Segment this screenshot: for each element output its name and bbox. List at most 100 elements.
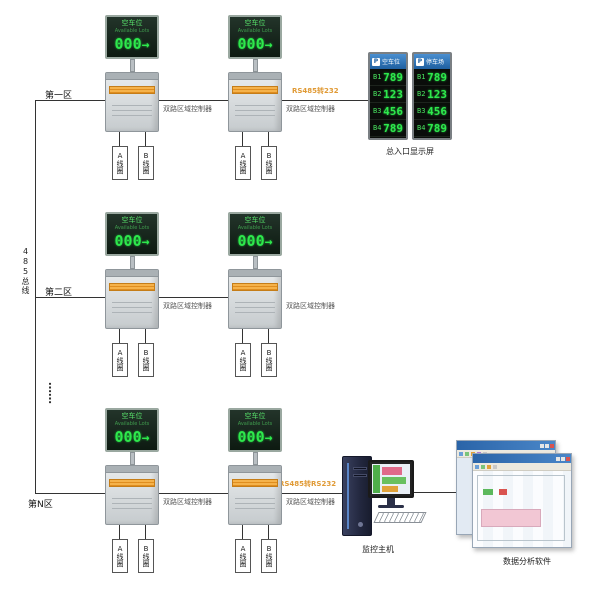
sign-subtitle: Available Lots: [237, 225, 273, 231]
sign-subtitle: Available Lots: [237, 421, 273, 427]
coil-a: A线圈: [235, 146, 251, 180]
available-lots-sign: 空车位 Available Lots 000→: [228, 15, 282, 59]
arrow-right-icon: →: [264, 431, 273, 446]
coil-a: A线圈: [112, 146, 128, 180]
panel-title: 空车位: [382, 59, 401, 66]
wire-zone1-between: [159, 100, 228, 101]
coil-wire: [119, 132, 120, 146]
toolbar-icon: [459, 451, 463, 456]
sign-pole: [130, 256, 135, 269]
sign-subtitle: Available Lots: [237, 28, 273, 34]
panel-row: B3 456: [414, 103, 450, 120]
sign-pole: [253, 452, 258, 465]
row-value: 789: [427, 121, 447, 135]
controller-stripe: [232, 86, 278, 94]
controller-vents: [235, 494, 275, 512]
sign-title: 空车位: [244, 216, 266, 224]
sign-pole: [130, 59, 135, 72]
maximize-icon: [561, 456, 565, 461]
sign-title: 空车位: [244, 19, 266, 27]
rs485-bus-line: [35, 100, 36, 493]
panel-row: B1 789: [370, 69, 406, 86]
drive-slot: [353, 467, 367, 470]
controller-label: 双路区域控制器: [286, 302, 335, 310]
coil-a: A线圈: [112, 539, 128, 573]
controller-stripe: [109, 86, 155, 94]
available-lots-sign: 空车位 Available Lots 000→: [105, 408, 159, 452]
toolbar-icon: [481, 464, 485, 469]
row-label: B4: [417, 124, 426, 132]
wire-host-to-software: [414, 492, 458, 493]
arrow-right-icon: →: [141, 431, 150, 446]
available-lots-sign: 空车位 Available Lots 000→: [105, 212, 159, 256]
arrow-right-icon: →: [264, 235, 273, 250]
window-titlebar: [457, 441, 555, 450]
panel-title: 停车场: [426, 59, 445, 66]
controller-cap: [229, 270, 281, 277]
controller-box: [228, 269, 282, 329]
parking-logo-icon: P: [372, 57, 380, 66]
coil-wire: [268, 132, 269, 146]
monitor-screen-content: [372, 464, 410, 494]
toolbar-icon: [475, 464, 479, 469]
coil-a: A线圈: [112, 343, 128, 377]
coil-wire: [145, 525, 146, 539]
coil-wire: [242, 525, 243, 539]
row-label: B1: [373, 73, 382, 81]
panel-row: B4 789: [370, 120, 406, 137]
coil-b: B线圈: [138, 343, 154, 377]
controller-box: [228, 72, 282, 132]
controller-vents: [112, 298, 152, 316]
controller-vents: [235, 101, 275, 119]
controller-label: 双路区域控制器: [286, 105, 335, 113]
panel-header: P 停车场: [414, 54, 450, 69]
toolbar-icon: [465, 451, 469, 456]
map-decor: [483, 489, 493, 495]
available-lots-sign: 空车位 Available Lots 000→: [228, 408, 282, 452]
link-label-top: RS485转232: [292, 87, 339, 95]
controller-vents: [112, 494, 152, 512]
coil-a: A线圈: [235, 539, 251, 573]
arrow-right-icon: →: [141, 235, 150, 250]
coil-wire: [145, 329, 146, 343]
entrance-panel-1: P 空车位 B1 789 B2 123 B3 456 B4 789: [368, 52, 408, 140]
available-lots-sign: 空车位 Available Lots 000→: [105, 15, 159, 59]
row-label: B4: [373, 124, 382, 132]
maximize-icon: [545, 443, 549, 448]
toolbar-icon: [493, 464, 497, 469]
sign-subtitle: Available Lots: [114, 28, 150, 34]
row-value: 123: [427, 87, 447, 101]
wire-zone1-bus: [35, 100, 105, 101]
sign-subtitle: Available Lots: [114, 225, 150, 231]
bus-label: 485总线: [21, 247, 30, 295]
zone2-label: 第二区: [44, 285, 74, 298]
coil-wire: [119, 329, 120, 343]
controller-label: 双路区域控制器: [286, 498, 335, 506]
wire-zone1-to-display: [282, 100, 368, 101]
controller-stripe: [232, 283, 278, 291]
coil-a: A线圈: [235, 343, 251, 377]
host-caption: 监控主机: [362, 545, 394, 554]
wire-zone2-between: [159, 297, 228, 298]
coil-wire: [145, 132, 146, 146]
screen-decor: [382, 486, 398, 492]
panel-row: B3 456: [370, 103, 406, 120]
row-value: 789: [427, 70, 447, 84]
row-label: B2: [373, 90, 382, 98]
controller-stripe: [232, 479, 278, 487]
wire-zoneN-bus: [35, 493, 105, 494]
controller-box: [105, 72, 159, 132]
coil-b: B线圈: [261, 539, 277, 573]
close-icon: [550, 443, 554, 448]
sign-digits: 000→: [237, 35, 273, 53]
sign-title: 空车位: [121, 19, 143, 27]
sign-pole: [130, 452, 135, 465]
sign-digits: 000→: [237, 428, 273, 446]
sign-pole: [253, 256, 258, 269]
monitor-screen: [368, 460, 414, 498]
software-window-front: [472, 453, 572, 548]
tower-accent: [347, 463, 349, 529]
arrow-right-icon: →: [141, 38, 150, 53]
sign-digits: 000→: [114, 35, 150, 53]
